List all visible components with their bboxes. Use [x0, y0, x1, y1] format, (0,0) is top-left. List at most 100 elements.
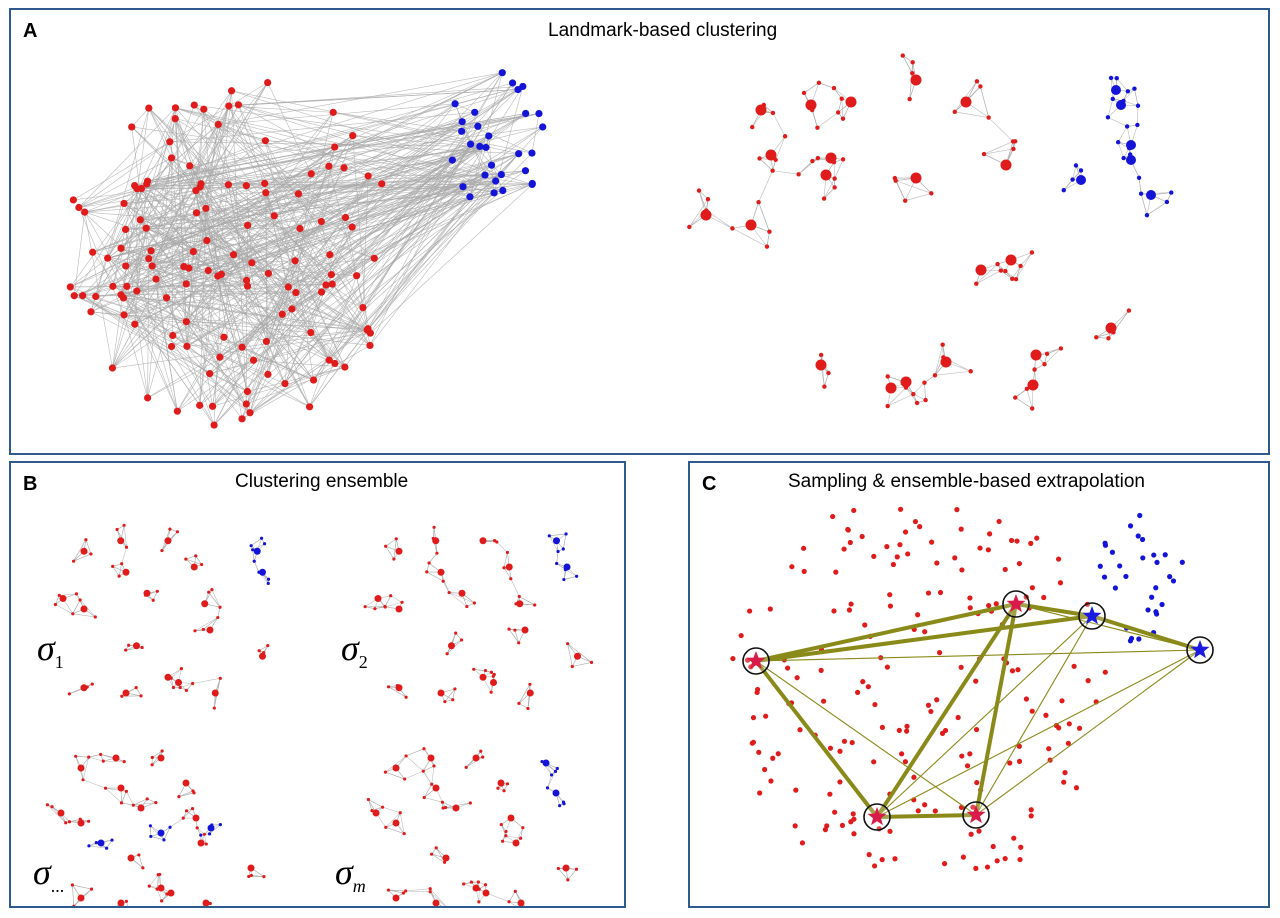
node — [476, 880, 480, 884]
sample-node — [841, 546, 847, 552]
edge — [55, 595, 60, 605]
node — [208, 402, 217, 410]
node — [309, 376, 318, 384]
node — [186, 162, 194, 170]
node — [547, 534, 551, 538]
node — [1125, 89, 1131, 94]
sample-node — [1061, 779, 1067, 785]
node — [1111, 330, 1116, 335]
edge — [388, 889, 406, 892]
node — [122, 523, 126, 527]
landmark-edge — [876, 615, 1093, 818]
sample-node — [1016, 758, 1023, 764]
sample-node — [754, 689, 760, 696]
edge — [163, 827, 171, 841]
sigma-label-1: σ1 — [37, 628, 64, 673]
node — [553, 769, 558, 773]
edge — [150, 250, 221, 358]
edge — [309, 196, 471, 407]
edge — [295, 173, 312, 293]
edges — [47, 750, 265, 906]
sample-node — [1167, 573, 1173, 580]
edge — [231, 90, 533, 154]
sample-node — [1008, 537, 1015, 544]
edge — [238, 104, 382, 185]
node — [80, 684, 88, 692]
sample-node — [1102, 542, 1109, 548]
sample-node — [904, 728, 910, 734]
node — [152, 275, 160, 283]
node — [184, 557, 188, 561]
node — [134, 685, 138, 690]
node — [370, 809, 374, 813]
sample-node — [801, 568, 807, 574]
edge — [370, 184, 533, 334]
sample-node — [767, 606, 773, 612]
node — [910, 172, 922, 184]
edge — [84, 140, 266, 213]
edge — [112, 185, 135, 287]
edge — [732, 228, 768, 247]
sample-node — [917, 524, 923, 530]
node — [434, 846, 438, 850]
edge — [284, 308, 293, 384]
node — [474, 122, 482, 130]
edge — [834, 159, 844, 179]
sample-node — [784, 665, 791, 671]
node — [262, 337, 271, 346]
node — [932, 373, 938, 378]
node — [109, 282, 117, 290]
sample-node — [896, 727, 902, 733]
sample-node — [904, 723, 910, 729]
sample-node — [1140, 555, 1146, 561]
node — [425, 570, 429, 574]
sample-node — [1018, 844, 1024, 850]
node — [508, 79, 517, 87]
sample-node — [1135, 533, 1141, 539]
edge — [253, 561, 260, 573]
sample-node — [968, 831, 974, 837]
edge — [147, 346, 243, 399]
node — [975, 264, 987, 276]
edge — [195, 555, 202, 565]
node — [243, 282, 252, 290]
node — [120, 694, 124, 698]
node — [805, 99, 817, 111]
sample-node — [964, 763, 971, 769]
node — [131, 803, 135, 807]
nodes — [363, 525, 594, 711]
node — [97, 839, 105, 847]
edge — [150, 250, 248, 287]
node — [1029, 250, 1035, 255]
node — [131, 320, 139, 328]
node — [458, 118, 466, 126]
node — [801, 90, 807, 96]
node — [564, 532, 568, 536]
edge — [423, 765, 435, 772]
node — [210, 823, 214, 827]
edge — [112, 258, 149, 287]
node — [53, 602, 58, 607]
node — [468, 801, 472, 805]
node — [294, 190, 303, 198]
panel-a-title: Landmark-based clustering — [548, 20, 778, 41]
edge — [803, 82, 820, 94]
sample-node — [820, 698, 827, 704]
edge — [983, 141, 1014, 155]
edge — [72, 599, 81, 614]
edge — [136, 219, 141, 292]
sample-node — [973, 726, 980, 733]
node — [517, 701, 521, 705]
edge — [1116, 78, 1129, 92]
node — [218, 823, 222, 827]
node — [207, 590, 211, 594]
node — [452, 804, 460, 812]
edge — [233, 174, 486, 255]
edge — [454, 103, 486, 176]
landmark-edge-strong — [755, 602, 1017, 663]
edge — [267, 135, 354, 375]
node — [364, 172, 372, 180]
node — [208, 901, 212, 906]
landmarks — [742, 590, 1214, 831]
sample-node — [1117, 563, 1123, 569]
